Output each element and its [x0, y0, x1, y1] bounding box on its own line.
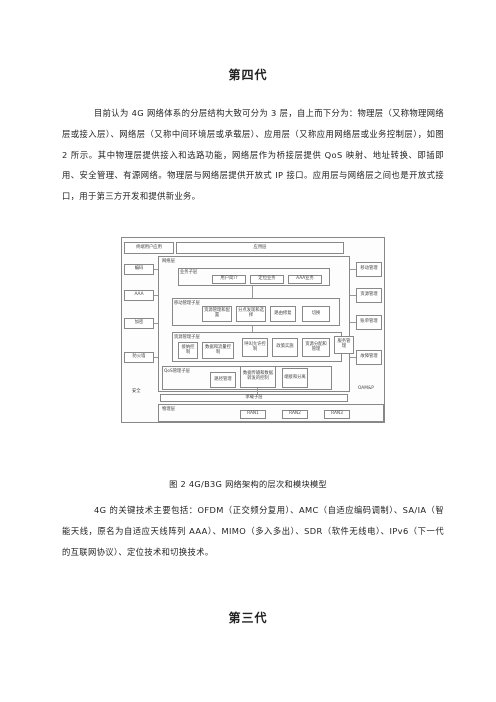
qos-item-1: 路径管理 — [210, 372, 236, 388]
paragraph-key-technologies: 4G 的关键技术主要包括：OFDM（正交频分复用）、AMC（自适应编码调制）、S… — [62, 505, 444, 557]
resource-item-1: 接纳控制 — [178, 342, 198, 359]
mobility-sublayer-frame — [172, 298, 340, 326]
paragraph-4g-architecture: 目前认为 4G 网络体系的分层结构大致可分为 3 层，自上而下分为：物理层（又称… — [62, 108, 444, 202]
physical-layer-frame — [158, 404, 384, 422]
user-profile-box: 用户简介 — [212, 275, 246, 284]
mobility-sublayer-label: 移动管理子层 — [174, 301, 200, 306]
aaa-service-box: AAA业务 — [288, 275, 322, 284]
mobility-item-2: 分点发现和选择 — [236, 306, 266, 322]
oamp-label: OAM&P — [358, 386, 374, 391]
qos-sublayer-label: QoS管理子层 — [164, 369, 190, 374]
connector-line — [154, 323, 158, 324]
resource-item-2: 数据和流量控制 — [202, 342, 234, 359]
resource-item-4: 政策实施 — [272, 338, 298, 357]
connector-line — [257, 388, 258, 394]
resource-item-5: 资源分配和管理 — [302, 338, 330, 357]
app-layer-box: 应用层 — [176, 242, 344, 254]
module-encoding: 编码 — [124, 264, 154, 275]
mobility-item-4: 切换 — [302, 306, 330, 322]
connector-line — [252, 286, 253, 298]
section-heading-3g: 第三代 — [228, 611, 268, 625]
module-encryption: 加密 — [124, 318, 154, 329]
connector-line — [154, 269, 158, 270]
bearer-sublayer-box: 承载子层 — [160, 394, 348, 402]
service-sublayer-frame — [178, 268, 330, 286]
resource-item-6: 服务管理 — [334, 336, 354, 354]
connector-line — [350, 295, 356, 296]
mobility-item-3: 路由修复 — [270, 306, 296, 322]
module-aaa: AAA — [124, 290, 154, 301]
module-fault-mgmt: 故障管理 — [356, 350, 382, 365]
location-service-box: 定位业务 — [250, 275, 284, 284]
mobility-item-1: 资源管理和配置 — [202, 306, 232, 322]
connector-line — [350, 269, 356, 270]
qos-item-3: 端接和分离 — [282, 368, 308, 388]
architecture-diagram: 终端用户应用 应用层 编码 AAA 加密 防火墙 安全 移动管理 资源管理 账单… — [121, 237, 385, 423]
terminal-app-box: 终端用户应用 — [124, 242, 174, 254]
network-layer-frame — [158, 256, 350, 392]
connector-line — [154, 295, 158, 296]
network-layer-label: 网络层 — [162, 259, 175, 264]
physical-layer-label: 物理层 — [162, 407, 175, 412]
module-billing-mgmt: 账单管理 — [356, 315, 382, 330]
connector-line — [350, 322, 356, 323]
module-mobility-mgmt: 移动管理 — [356, 262, 382, 277]
connector-line — [350, 357, 356, 358]
qos-item-2: 数据传输和数据转发的控制 — [240, 366, 276, 388]
resource-item-3: 呼叫允许控制 — [242, 338, 268, 357]
module-resource-mgmt: 资源管理 — [356, 288, 382, 303]
service-sublayer-label: 业务子层 — [180, 270, 198, 275]
ran2-box: RAN2 — [282, 410, 308, 419]
resource-sublayer-label: 资源管理子层 — [174, 335, 200, 340]
ran1-box: RAN1 — [240, 410, 266, 419]
connector-line — [252, 326, 253, 332]
module-firewall: 防火墙 — [124, 352, 154, 363]
section-heading-4g: 第四代 — [228, 68, 268, 82]
ran3-box: RAN3 — [324, 410, 350, 419]
connector-line — [154, 357, 158, 358]
security-label: 安全 — [132, 389, 141, 394]
figure-caption: 图 2 4G/B3G 网络架构的层次和模块模型 — [169, 479, 327, 489]
